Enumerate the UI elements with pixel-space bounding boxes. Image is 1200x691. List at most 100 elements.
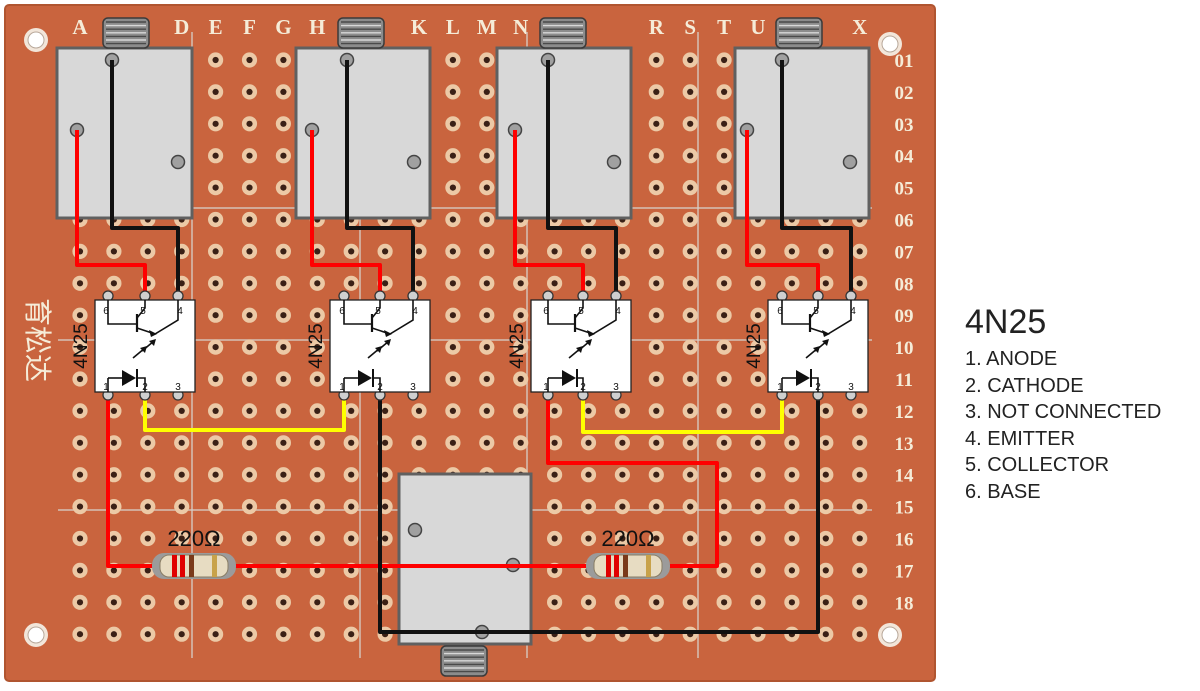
pad-hole xyxy=(212,407,219,414)
pad-hole xyxy=(754,248,762,255)
pad-hole xyxy=(144,248,151,255)
light-arrow-head xyxy=(384,339,391,346)
pad-hole xyxy=(822,407,829,414)
pad-hole xyxy=(76,344,84,351)
column-letter-A: A xyxy=(72,15,88,39)
pad-hole xyxy=(517,439,524,446)
pad-hole xyxy=(687,567,694,574)
pad-hole xyxy=(754,407,762,414)
pad-hole xyxy=(788,599,796,606)
pad-hole xyxy=(76,375,84,383)
column-letter-R: R xyxy=(649,15,665,39)
pad-hole xyxy=(382,407,389,414)
pad-hole xyxy=(721,344,728,351)
column-letter-X: X xyxy=(852,15,867,39)
pad-hole xyxy=(687,344,694,351)
pad-hole xyxy=(246,312,253,319)
pad-hole xyxy=(822,248,829,255)
pad-hole xyxy=(382,567,389,574)
pad-hole xyxy=(856,248,863,255)
pad-hole xyxy=(721,88,728,95)
pad-hole xyxy=(653,599,660,606)
pad-hole xyxy=(246,184,253,191)
pad-hole xyxy=(178,248,185,255)
pad-hole xyxy=(653,439,660,446)
pad-hole xyxy=(721,375,728,383)
pad-hole xyxy=(653,375,660,383)
pad-hole xyxy=(721,280,728,287)
column-letter-N: N xyxy=(513,15,528,39)
wire-red xyxy=(310,130,382,296)
pad-hole xyxy=(653,120,660,127)
chip-pin-number: 3 xyxy=(410,382,416,393)
pad-hole xyxy=(517,280,524,287)
pad-hole xyxy=(382,599,389,606)
pad-hole xyxy=(246,248,253,255)
pad-hole xyxy=(653,503,660,510)
pad-hole xyxy=(280,184,287,191)
pad-hole xyxy=(144,535,151,542)
legend-pin-1: 1. ANODE xyxy=(965,348,1058,370)
pad-hole xyxy=(178,535,185,542)
pad-hole xyxy=(110,280,117,287)
pad-hole xyxy=(178,407,185,414)
wire-red xyxy=(546,395,719,568)
pad-hole xyxy=(314,312,321,319)
chip-base-line xyxy=(343,300,372,325)
row-number-05: 05 xyxy=(895,179,914,200)
pad-hole xyxy=(856,280,863,287)
chip-label: 4N25 xyxy=(306,323,327,368)
wire-red xyxy=(106,395,160,568)
pad-hole xyxy=(382,471,389,478)
pad-hole xyxy=(348,599,355,606)
pad-hole xyxy=(721,248,728,255)
pad-hole xyxy=(687,471,694,478)
pad-hole xyxy=(280,503,287,510)
pad-hole xyxy=(449,375,456,383)
transistor-collector xyxy=(809,300,819,319)
chip-pin-number: 1 xyxy=(339,382,345,393)
pad-hole xyxy=(314,407,321,414)
pad-hole xyxy=(246,152,253,159)
column-letter-E: E xyxy=(209,15,223,39)
pad-hole xyxy=(687,248,694,255)
pad-hole xyxy=(687,599,694,606)
pad-hole xyxy=(483,312,490,319)
pad-hole xyxy=(348,280,355,287)
pad-hole xyxy=(348,535,355,542)
pad-hole xyxy=(76,631,84,638)
pad-hole xyxy=(856,407,863,414)
pad-hole xyxy=(721,184,728,191)
pad-hole xyxy=(551,567,558,574)
relay-pin xyxy=(842,154,858,170)
wire-black xyxy=(345,60,415,296)
pad-hole xyxy=(76,312,84,319)
pad-hole xyxy=(754,503,762,510)
pad-hole xyxy=(280,631,287,638)
chip-pin-number: 1 xyxy=(103,382,109,393)
resistor-band xyxy=(189,555,194,577)
chip-pin-number: 4 xyxy=(615,306,621,317)
light-arrow-head xyxy=(822,339,829,346)
pad-hole xyxy=(517,248,524,255)
row-number-13: 13 xyxy=(895,434,914,455)
pad-hole xyxy=(178,599,185,606)
pad-hole xyxy=(687,312,694,319)
led-triangle xyxy=(562,370,576,386)
pad-hole xyxy=(178,471,185,478)
pad-hole xyxy=(551,280,558,287)
pad-hole xyxy=(314,280,321,287)
pad-hole xyxy=(314,599,321,606)
light-arrow-head xyxy=(149,339,156,346)
row-number-11: 11 xyxy=(895,370,913,391)
pad-hole xyxy=(754,280,762,287)
pad-hole xyxy=(721,56,728,64)
wire-yellow xyxy=(581,395,784,434)
pad-hole xyxy=(246,375,253,383)
pad-hole xyxy=(314,567,321,574)
pad-hole xyxy=(212,280,219,287)
pad-hole xyxy=(754,535,762,542)
wire-yellow xyxy=(143,395,346,432)
